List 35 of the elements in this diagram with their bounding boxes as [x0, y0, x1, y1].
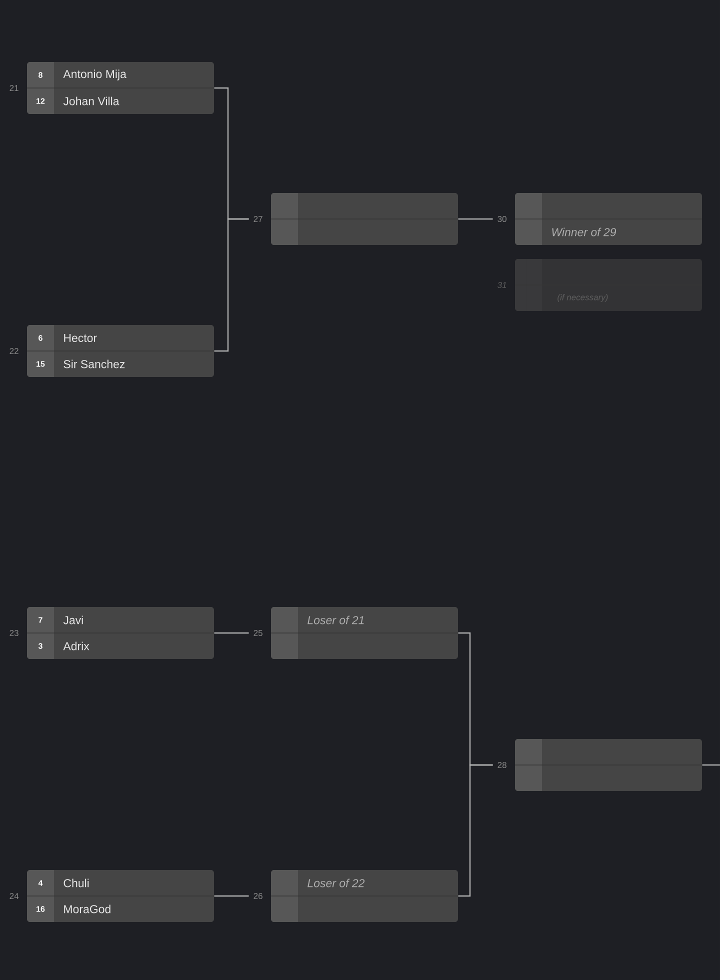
connector-line: [458, 218, 493, 220]
match-number: 30: [498, 216, 506, 222]
match-number: 22: [10, 348, 18, 354]
player-name: MoraGod: [64, 904, 110, 914]
player-name: Johan Villa: [63, 96, 120, 106]
placeholder-text: Loser of 22: [308, 878, 365, 888]
match-number: 26: [254, 893, 262, 899]
match-number: 28: [498, 762, 506, 768]
placeholder-text: Winner of 29: [552, 228, 616, 236]
seed-number: 16: [36, 906, 45, 912]
match-number: 27: [254, 216, 262, 222]
connector-line: [214, 895, 249, 897]
player-name: Sir Sanchez: [64, 360, 125, 368]
seed-number: 3: [38, 643, 42, 649]
match-number: 25: [254, 630, 262, 636]
connector-line: [214, 218, 249, 352]
placeholder-text: Loser of 21: [308, 616, 364, 624]
match-number: 23: [10, 630, 18, 636]
player-name: Chuli: [64, 878, 89, 888]
player-name: Antonio Mija: [63, 70, 126, 80]
match-number: 31: [498, 282, 506, 288]
match-number: 21: [10, 85, 18, 91]
connector-line: [702, 764, 720, 766]
seed-number: 15: [36, 361, 45, 367]
player-name: Adrix: [63, 642, 90, 650]
seed-number: 12: [36, 98, 45, 104]
player-name: Javi: [63, 616, 83, 624]
connector-line: [214, 632, 249, 634]
player-name: Hector: [64, 334, 97, 342]
connector-line: [458, 764, 493, 897]
seed-number: 7: [38, 617, 42, 623]
seed-number: 8: [38, 72, 42, 78]
seed-number: 4: [38, 880, 43, 886]
seed-number: 6: [38, 335, 42, 341]
match-number: 24: [10, 893, 19, 899]
